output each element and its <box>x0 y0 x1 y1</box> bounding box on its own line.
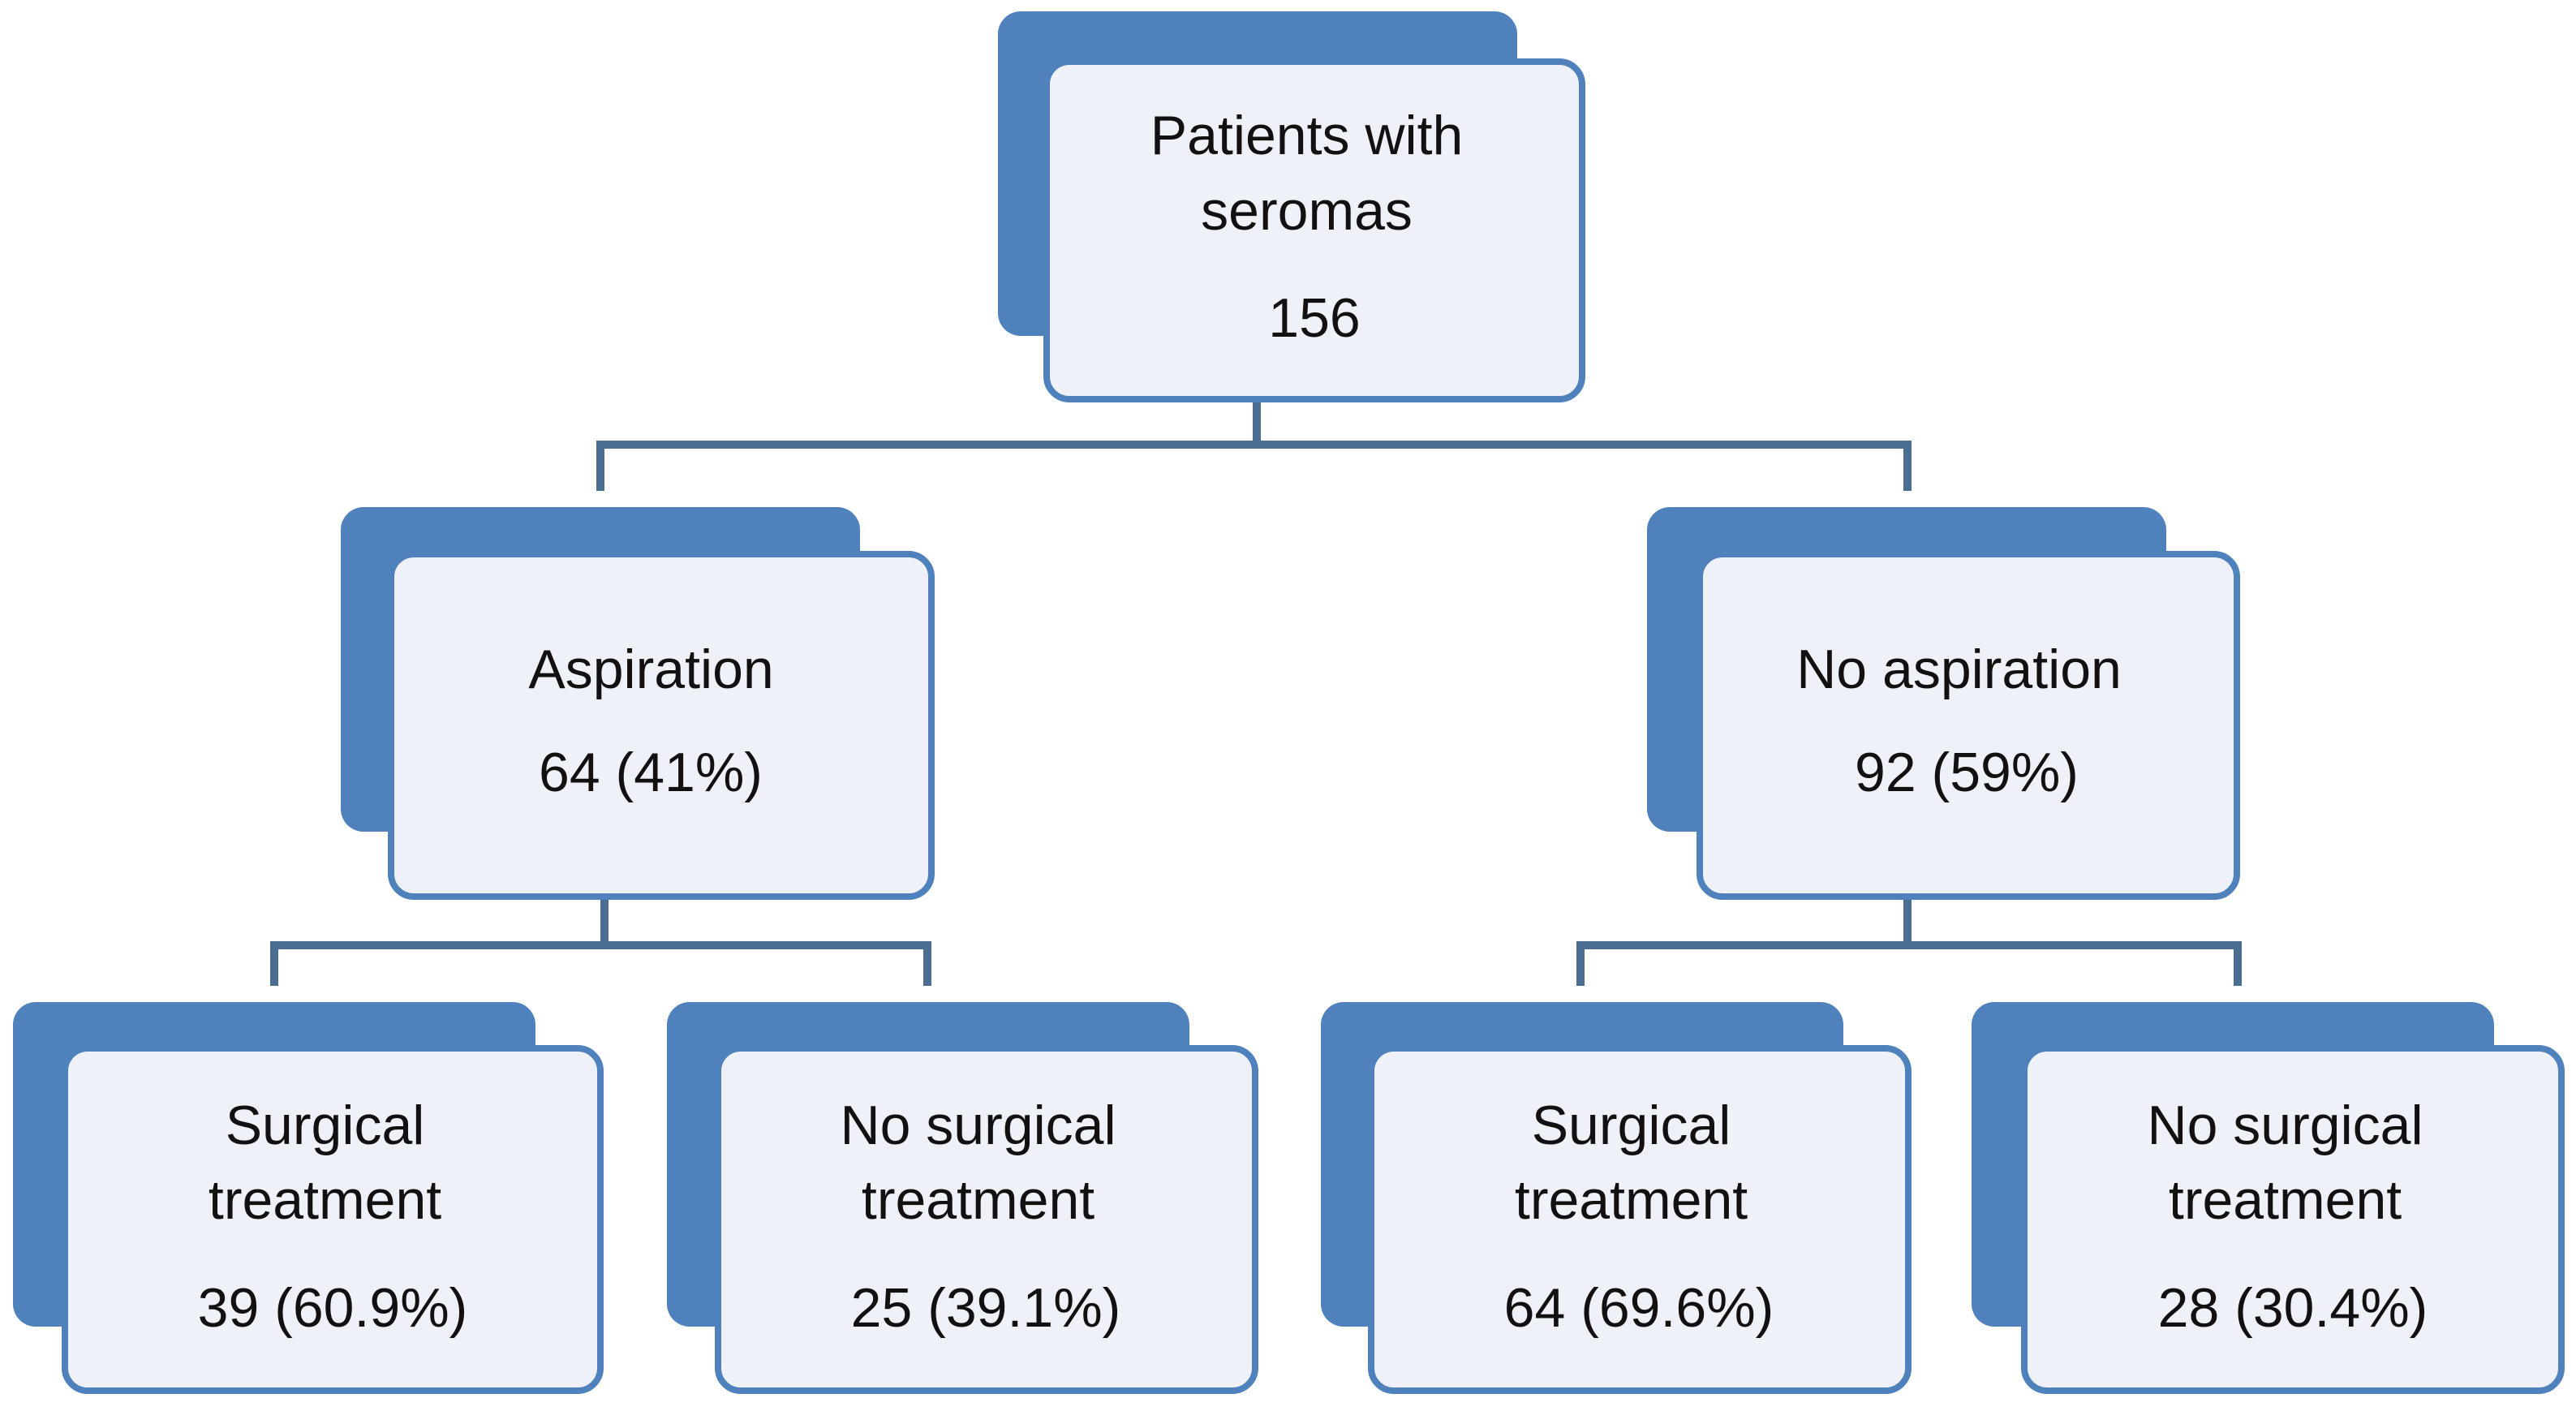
node-no-aspiration-no-surgical: No surgical treatment 28 (30.4%) <box>1972 1002 2565 1394</box>
node-no-aspiration: No aspiration 92 (59%) <box>1647 507 2240 900</box>
node-root-line-1: Patients with <box>1150 105 1464 166</box>
node-aspiration-line-2: 64 (41%) <box>539 742 763 803</box>
node-aspiration-surgical-front-box <box>62 1045 604 1394</box>
node-no-aspiration-surgical-front-box <box>1368 1045 1912 1394</box>
node-no-aspiration-line-2: 92 (59%) <box>1855 742 2079 803</box>
svg-text:No surgical treatment: No surgical treatment 25 (39.1%) <box>840 1095 1131 1339</box>
node-no-aspiration-no-surgical-line-2: treatment <box>2169 1169 2402 1231</box>
node-no-aspiration-surgical-line-3: 64 (69.6%) <box>1504 1277 1774 1339</box>
node-aspiration-no-surgical: No surgical treatment 25 (39.1%) <box>667 1002 1258 1394</box>
node-aspiration-no-surgical-line-2: treatment <box>862 1169 1094 1231</box>
svg-text:No aspiration 92 (59%): No aspiration 92 (59%) <box>1796 639 2137 803</box>
node-no-aspiration-surgical-line-2: treatment <box>1515 1169 1748 1231</box>
node-aspiration-no-surgical-front-box <box>715 1045 1258 1394</box>
node-no-aspiration-surgical-line-1: Surgical <box>1532 1095 1731 1156</box>
node-root-line-3: 156 <box>1268 287 1360 349</box>
node-aspiration-line-1: Aspiration <box>528 639 773 700</box>
connector-root-to-level2 <box>596 399 1912 491</box>
node-aspiration-surgical-line-3: 39 (60.9%) <box>198 1277 468 1339</box>
node-no-aspiration-no-surgical-front-box <box>2021 1045 2565 1394</box>
connectors <box>270 399 2242 986</box>
node-aspiration-surgical: Surgical treatment 39 (60.9%) <box>13 1002 604 1394</box>
connector-noaspiration-to-children <box>1576 897 2242 986</box>
node-aspiration-surgical-line-2: treatment <box>209 1169 441 1231</box>
node-no-aspiration-surgical: Surgical treatment 64 (69.6%) <box>1321 1002 1912 1394</box>
node-aspiration: Aspiration 64 (41%) <box>341 507 935 900</box>
node-root-front-box <box>1043 58 1585 402</box>
svg-text:Surgical treatment: Surgical treatment 39 (60.9%) <box>198 1095 468 1339</box>
node-no-aspiration-no-surgical-line-3: 28 (30.4%) <box>2158 1277 2428 1339</box>
connector-aspiration-to-children <box>270 897 931 986</box>
node-root: Patients with seromas 156 <box>998 11 1585 402</box>
svg-text:Patients with seromas: Patients with seromas 156 <box>1150 105 1478 349</box>
node-aspiration-front-box <box>388 551 935 900</box>
node-no-aspiration-front-box <box>1697 551 2240 900</box>
node-aspiration-surgical-line-1: Surgical <box>226 1095 425 1156</box>
node-root-line-2: seromas <box>1201 180 1413 242</box>
svg-text:Surgical treatment: Surgical treatment 64 (69.6%) <box>1504 1095 1774 1339</box>
svg-text:No surgical treatment: No surgical treatment 28 (30.4%) <box>2147 1095 2438 1339</box>
node-no-aspiration-line-1: No aspiration <box>1796 639 2122 700</box>
svg-text:Aspiration 64 (41%): Aspiration 64 (41%) <box>528 639 789 803</box>
node-aspiration-no-surgical-line-1: No surgical <box>840 1095 1116 1156</box>
node-no-aspiration-no-surgical-line-1: No surgical <box>2147 1095 2423 1156</box>
node-aspiration-no-surgical-line-3: 25 (39.1%) <box>851 1277 1121 1339</box>
